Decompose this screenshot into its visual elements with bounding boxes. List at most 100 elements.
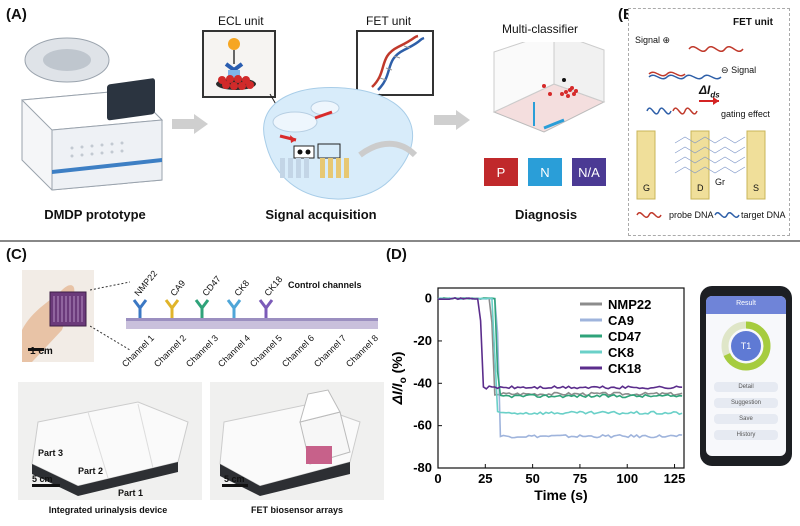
phone-header xyxy=(706,296,786,314)
delta-ids-label: ΔIds xyxy=(699,83,720,99)
diagnosis-box-p: P xyxy=(484,158,518,186)
chip-photo xyxy=(22,270,94,362)
signal-top-label: Signal ⊕ xyxy=(635,35,670,46)
series-line-ck18 xyxy=(437,297,683,390)
diagnosis-box-na: N/A xyxy=(572,158,606,186)
channel-5: Channel 5 xyxy=(248,332,285,370)
target-dna-label: target DNA xyxy=(741,210,786,220)
channel-6: Channel 6 xyxy=(280,332,317,370)
phone-btn-detail[interactable]: Detail xyxy=(714,382,778,392)
channel-2: Channel 2 xyxy=(152,332,189,370)
x-tick-label: 50 xyxy=(525,471,539,486)
zoom-lines xyxy=(90,281,130,351)
panel-d-letter: (D) xyxy=(386,246,407,263)
phone-title: Result xyxy=(736,300,756,307)
control-channels-label: Control channels xyxy=(288,280,362,290)
channel-substrate xyxy=(126,318,378,329)
series-line-ca9 xyxy=(437,297,683,439)
scale-bar-5cm-right: 5 cm xyxy=(224,474,245,484)
fet-biosensor-photo xyxy=(210,382,384,500)
delta-ids-text: ΔI xyxy=(699,83,711,97)
y-tick-label: -20 xyxy=(413,333,432,348)
part-2-label: Part 2 xyxy=(78,466,104,476)
signal-right-text: Signal xyxy=(731,65,757,75)
gating-effect-label: gating effect xyxy=(721,109,770,119)
signal-right-label: ⊖ Signal xyxy=(721,65,756,76)
phone-screen: Result T1 Detail Suggestion Save History xyxy=(706,296,786,456)
electrode-g: G xyxy=(643,183,651,193)
y-tick-label: -40 xyxy=(413,375,432,390)
diagnosis-boxes: P N N/A xyxy=(484,158,608,188)
legend-label: CD47 xyxy=(608,329,641,344)
integrated-device-photo xyxy=(18,382,202,500)
x-tick-label: 125 xyxy=(664,471,686,486)
channel-4: Channel 4 xyxy=(216,332,253,370)
result-center-label: T1 xyxy=(740,341,752,351)
panel-b: FET unit Signal ⊕ ⊖ Signal gating effect… xyxy=(628,8,790,236)
legend-label: CA9 xyxy=(608,313,634,328)
x-tick-label: 25 xyxy=(478,471,492,486)
diagnosis-box-n: N xyxy=(528,158,562,186)
y-axis-label: ΔI/Io (%) xyxy=(389,352,409,406)
plot-frame xyxy=(437,287,685,469)
phone-btn-suggestion[interactable]: Suggestion xyxy=(714,398,778,408)
series-line-nmp22 xyxy=(437,297,683,397)
phone-btn-history[interactable]: History xyxy=(714,430,778,440)
signal-top-text: Signal xyxy=(635,35,661,45)
ecl-unit-frame xyxy=(202,30,276,98)
x-tick-label: 0 xyxy=(434,471,441,486)
scale-bar-1cm: 1 cm xyxy=(30,346,53,357)
series-line-ck8 xyxy=(437,297,683,416)
x-tick-label: 75 xyxy=(573,471,587,486)
x-tick-label: 100 xyxy=(616,471,638,486)
graphene-label: Gr xyxy=(715,177,725,187)
arrow-1 xyxy=(172,114,208,134)
fet-unit-label: FET unit xyxy=(366,14,412,28)
series-line-cd47 xyxy=(438,297,683,399)
result-ring xyxy=(721,321,771,371)
part-3-label: Part 3 xyxy=(38,448,64,458)
electrode-s: S xyxy=(753,183,760,193)
channel-8: Channel 8 xyxy=(344,332,381,370)
panel-divider xyxy=(0,240,800,242)
caption-signal-acquisition: Signal acquisition xyxy=(265,207,377,222)
legend-label: CK18 xyxy=(608,361,641,376)
multi-classifier-label: Multi-classifier xyxy=(502,22,579,36)
minus-circle-icon: ⊖ xyxy=(721,65,729,75)
fet-unit-frame xyxy=(356,30,434,96)
electrode-d: D xyxy=(697,183,704,193)
panel-a-letter: (A) xyxy=(6,6,27,23)
delta-ids-sub: ds xyxy=(710,90,720,100)
channel-3: Channel 3 xyxy=(184,332,221,370)
panel-a: (A) DMDP prototype ECL unit xyxy=(0,0,620,238)
legend-label: CK8 xyxy=(608,345,634,360)
phone-mockup: Result T1 Detail Suggestion Save History xyxy=(700,286,792,466)
multi-classifier-plot xyxy=(484,31,608,142)
x-axis-label: Time (s) xyxy=(534,487,587,503)
y-tick-label: -80 xyxy=(413,460,432,475)
caption-integrated-device: Integrated urinalysis device xyxy=(48,505,168,515)
channel-labels: Channel 1 Channel 2 Channel 3 Channel 4 … xyxy=(120,332,381,374)
channel-1: Channel 1 xyxy=(120,332,157,370)
caption-dmdp-prototype: DMDP prototype xyxy=(44,207,146,222)
arrow-2 xyxy=(434,110,470,130)
caption-diagnosis: Diagnosis xyxy=(514,207,578,222)
signal-acquisition-image xyxy=(240,60,430,210)
channel-7: Channel 7 xyxy=(312,332,349,370)
dna-diagram xyxy=(636,46,766,218)
antibody-icons xyxy=(132,299,274,318)
fet-unit-title: FET unit xyxy=(733,17,773,28)
ecl-unit-label: ECL unit xyxy=(218,14,264,28)
dmdp-prototype-image xyxy=(12,30,170,192)
panel-c-letter: (C) xyxy=(6,246,27,263)
probe-dna-label: probe DNA xyxy=(669,210,714,220)
legend-label: NMP22 xyxy=(608,297,651,312)
scale-bar-5cm-left: 5 cm xyxy=(32,474,53,484)
y-tick-label: -60 xyxy=(413,418,432,433)
phone-btn-save[interactable]: Save xyxy=(714,414,778,424)
y-tick-label: 0 xyxy=(425,291,432,306)
plus-circle-icon: ⊕ xyxy=(662,35,671,45)
caption-fet-biosensor: FET biosensor arrays xyxy=(250,505,344,515)
